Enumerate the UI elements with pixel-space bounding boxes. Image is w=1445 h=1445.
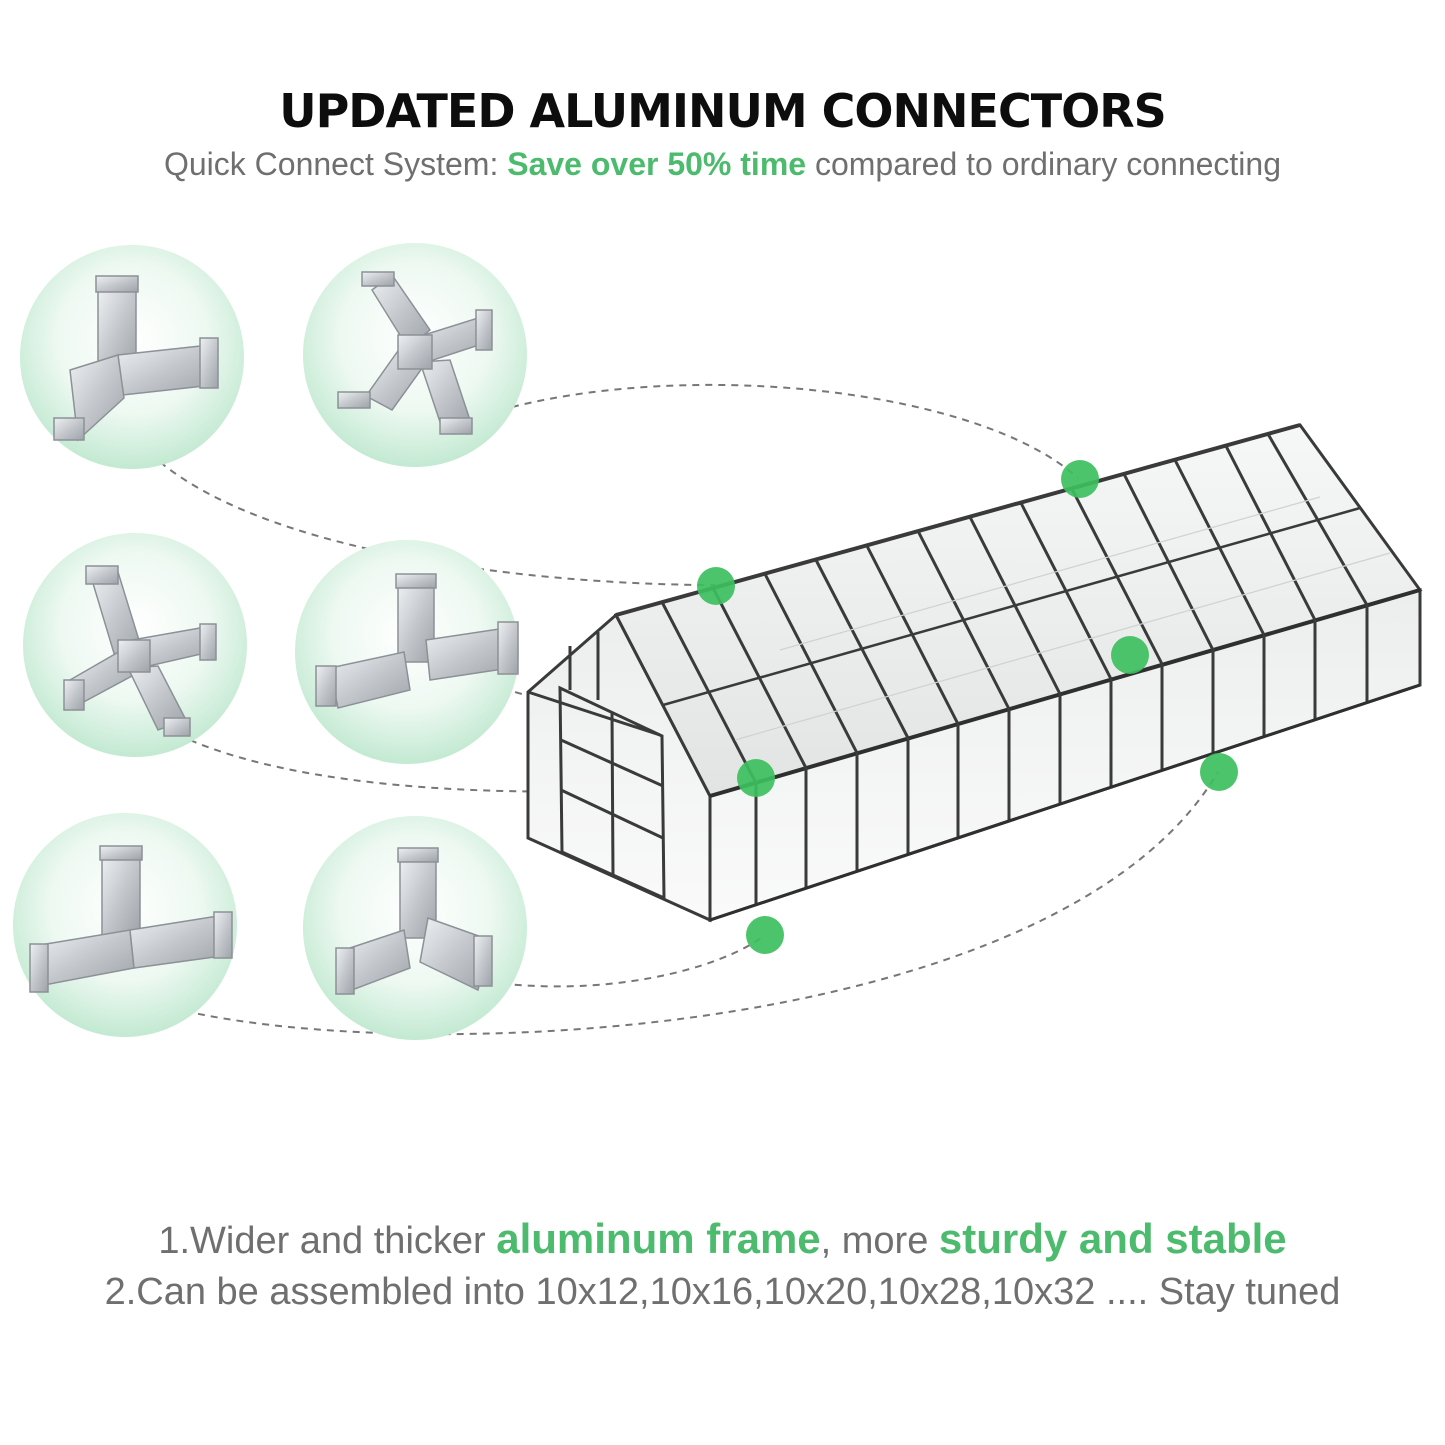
leader-line (511, 383, 1079, 479)
connection-marker (697, 567, 735, 605)
feature-1-prefix: 1.Wider and thicker (158, 1220, 497, 1262)
greenhouse-illustration (526, 423, 1423, 923)
connection-marker (1061, 460, 1099, 498)
leader-line (475, 934, 766, 988)
subtitle: Quick Connect System: Save over 50% time… (0, 146, 1445, 183)
feature-1-highlight-frame: aluminum frame (496, 1215, 821, 1262)
three-way-corner-connector-icon (303, 816, 527, 1040)
leader-line (159, 461, 716, 586)
three-way-corner-connector-icon (20, 245, 244, 469)
feature-1-middle: , more (820, 1220, 939, 1262)
subtitle-suffix: compared to ordinary connecting (806, 146, 1281, 182)
three-way-corner-connector-icon (295, 540, 519, 764)
connection-marker (1111, 636, 1149, 674)
four-way-cross-connector-icon (303, 243, 527, 467)
page-title: UPDATED ALUMINUM CONNECTORS (279, 84, 1167, 138)
leader-line (159, 771, 1219, 1036)
feature-line-2: 2.Can be assembled into 10x12,10x16,10x2… (104, 1271, 1341, 1313)
feature-line-1: 1.Wider and thicker aluminum frame, more… (0, 1215, 1445, 1263)
t-shaped-connector-icon (13, 813, 237, 1037)
four-way-cross-connector-icon (23, 533, 247, 757)
connection-markers (697, 460, 1238, 954)
subtitle-highlight: Save over 50% time (507, 146, 807, 182)
subtitle-prefix: Quick Connect System: (163, 146, 508, 182)
connection-marker (1200, 753, 1238, 791)
connection-marker (737, 759, 775, 797)
feature-1-highlight-sturdy: sturdy and stable (938, 1215, 1287, 1262)
connection-marker (746, 916, 784, 954)
